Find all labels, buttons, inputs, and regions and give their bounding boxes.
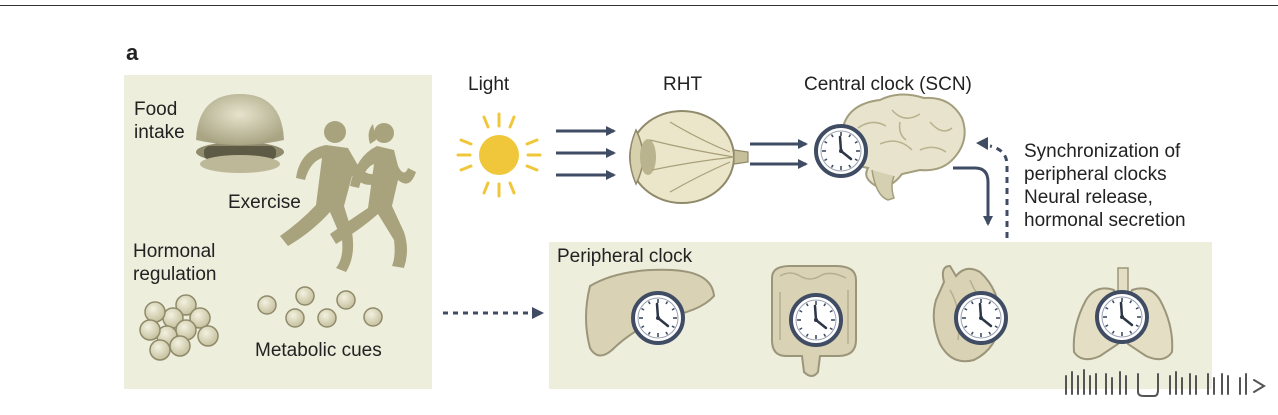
hormonal-regulation-label: Hormonal regulation	[133, 241, 217, 285]
metabolic-cues-label: Metabolic cues	[255, 340, 382, 361]
hormone-cluster-icon	[139, 294, 219, 361]
synchronization-label: Synchronization of peripheral clocks Neu…	[1024, 141, 1186, 231]
light-label: Light	[468, 74, 510, 95]
scn-to-peripheral-arrow	[953, 166, 993, 226]
liver-clock-icon	[631, 291, 685, 345]
food-intake-label: Food intake	[134, 99, 185, 143]
metabolic-spheres-icon	[257, 286, 383, 328]
brain-icon	[841, 93, 966, 201]
heart-clock-icon	[954, 291, 1008, 345]
peripheral-clock-label: Peripheral clock	[557, 246, 693, 267]
eye-to-scn-arrows	[750, 139, 808, 169]
panel-letter: a	[126, 40, 139, 65]
central-clock-label: Central clock (SCN)	[804, 74, 972, 95]
cues-to-peripheral-arrow	[443, 307, 544, 319]
watermark-logo	[1065, 369, 1266, 397]
exercise-label: Exercise	[228, 192, 301, 213]
lungs-clock-icon	[1095, 290, 1149, 344]
sync-dashed-arrow	[976, 137, 1009, 238]
burger-icon	[196, 94, 284, 173]
eye-icon	[629, 110, 749, 204]
sun-icon	[456, 112, 542, 198]
intestine-clock-icon	[789, 293, 843, 347]
light-to-eye-arrows	[556, 126, 616, 180]
rht-label: RHT	[663, 74, 703, 95]
top-rule	[0, 5, 1278, 6]
runners-icon	[280, 121, 416, 272]
central-clock-icon	[814, 124, 868, 178]
